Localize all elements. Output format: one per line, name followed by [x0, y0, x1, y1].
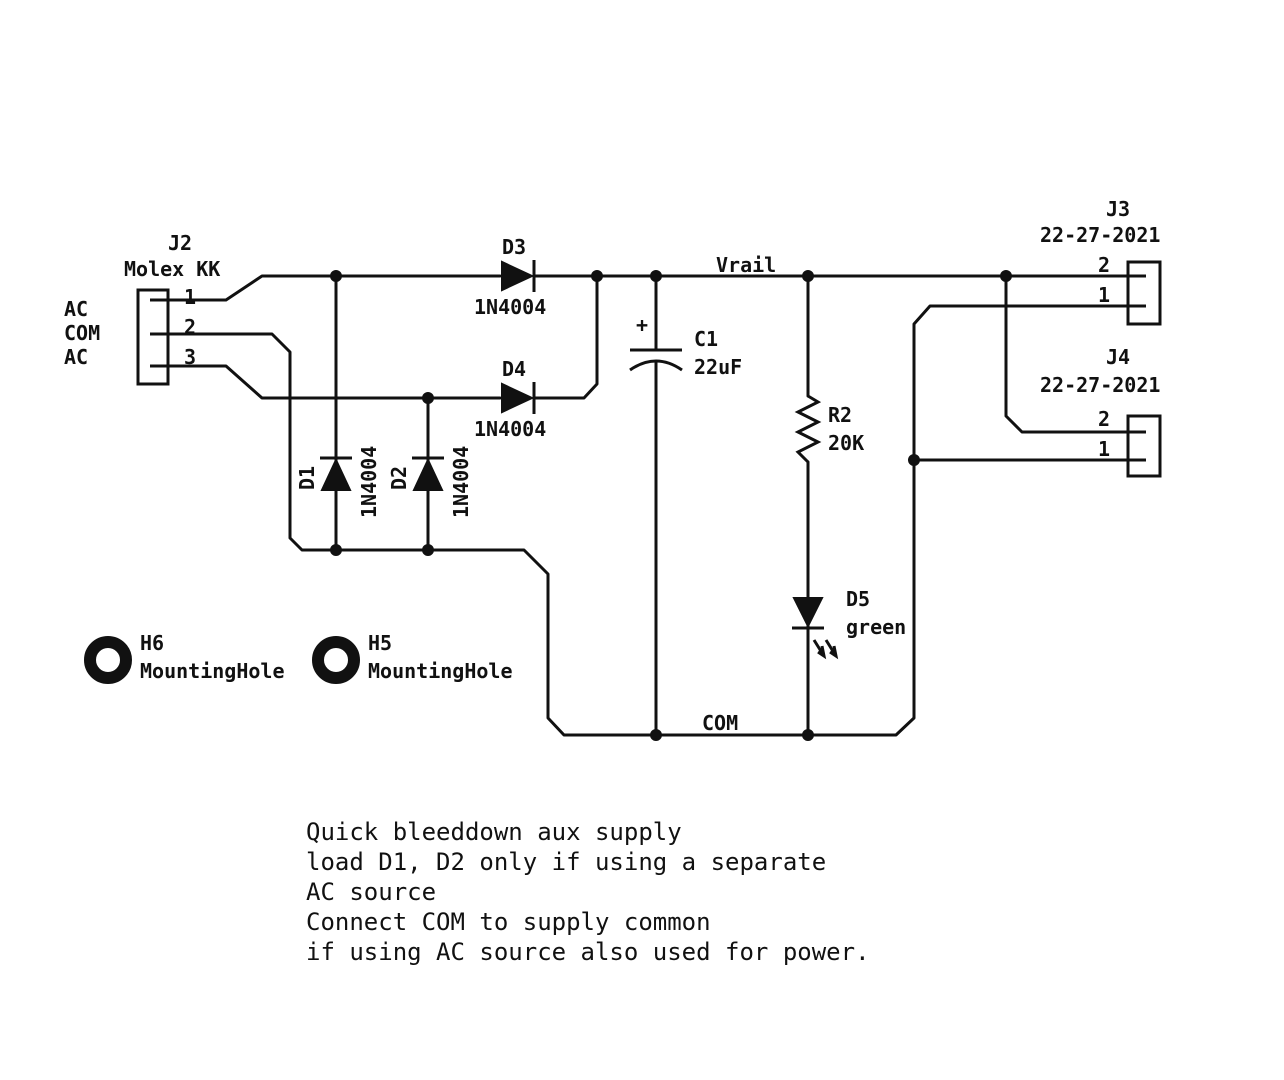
j3-pin-1: 1 — [1098, 283, 1110, 307]
junction-dot — [591, 270, 603, 282]
wires — [166, 274, 1120, 737]
junction-dot — [802, 270, 814, 282]
resistor-r2: R2 20K — [794, 394, 864, 464]
r2-value: 20K — [828, 431, 864, 455]
diode-d4: D4 1N4004 — [474, 357, 546, 441]
note-line-2: load D1, D2 only if using a separate — [306, 848, 826, 876]
d1-value: 1N4004 — [357, 446, 381, 518]
mounting-hole-icon — [84, 636, 132, 684]
j2-signal-ac-1: AC — [64, 297, 88, 321]
connector-j2: J2 Molex KK 1 2 3 AC COM AC — [64, 231, 220, 386]
mounting-hole-h6: H6 MountingHole — [84, 631, 285, 684]
junction-dot — [422, 544, 434, 556]
net-label-com: COM — [702, 711, 738, 735]
junction-dot — [1000, 270, 1012, 282]
d2-ref: D2 — [387, 466, 411, 490]
connector-j3: J3 22-27-2021 2 1 — [1040, 197, 1162, 326]
junctions — [330, 270, 1012, 741]
h6-value: MountingHole — [140, 659, 285, 683]
note-line-3: AC source — [306, 878, 436, 906]
j3-pin-2: 2 — [1098, 253, 1110, 277]
c1-polarity: + — [636, 313, 648, 337]
junction-dot — [802, 729, 814, 741]
j2-pin-3: 3 — [184, 345, 196, 369]
d1-ref: D1 — [295, 466, 319, 490]
diode-d3: D3 1N4004 — [474, 235, 546, 319]
r2-ref: R2 — [828, 403, 852, 427]
j2-signal-ac-2: AC — [64, 345, 88, 369]
c1-value: 22uF — [694, 355, 742, 379]
junction-dot — [422, 392, 434, 404]
j2-pin-2: 2 — [184, 315, 196, 339]
d4-ref: D4 — [502, 357, 526, 381]
net-label-vrail: Vrail — [716, 253, 776, 277]
j4-ref: J4 — [1106, 345, 1130, 369]
junction-dot — [330, 270, 342, 282]
junction-dot — [908, 454, 920, 466]
note-line-5: if using AC source also used for power. — [306, 938, 870, 966]
notes-block: Quick bleeddown aux supply load D1, D2 o… — [306, 818, 870, 966]
d5-ref: D5 — [846, 587, 870, 611]
j4-pin-1: 1 — [1098, 437, 1110, 461]
c1-ref: C1 — [694, 327, 718, 351]
led-d5: D5 green — [792, 587, 906, 660]
j4-pin-2: 2 — [1098, 407, 1110, 431]
diode-d1: D1 1N4004 — [295, 446, 381, 518]
note-line-1: Quick bleeddown aux supply — [306, 818, 682, 846]
j2-value: Molex KK — [124, 257, 220, 281]
h6-ref: H6 — [140, 631, 164, 655]
diode-d2: D2 1N4004 — [387, 446, 473, 518]
j4-value: 22-27-2021 — [1040, 373, 1160, 397]
connector-j4: J4 22-27-2021 2 1 — [1040, 345, 1162, 478]
d5-value: green — [846, 615, 906, 639]
mounting-hole-icon — [312, 636, 360, 684]
h5-ref: H5 — [368, 631, 392, 655]
d4-value: 1N4004 — [474, 417, 546, 441]
d2-value: 1N4004 — [449, 446, 473, 518]
mounting-hole-h5: H5 MountingHole — [312, 631, 513, 684]
note-line-4: Connect COM to supply common — [306, 908, 711, 936]
h5-value: MountingHole — [368, 659, 513, 683]
j2-ref: J2 — [168, 231, 192, 255]
j3-ref: J3 — [1106, 197, 1130, 221]
d3-ref: D3 — [502, 235, 526, 259]
j3-value: 22-27-2021 — [1040, 223, 1160, 247]
capacitor-c1: + C1 22uF — [629, 274, 742, 737]
d3-value: 1N4004 — [474, 295, 546, 319]
j2-signal-com: COM — [64, 321, 100, 345]
junction-dot — [330, 544, 342, 556]
j2-pin-1: 1 — [184, 285, 196, 309]
